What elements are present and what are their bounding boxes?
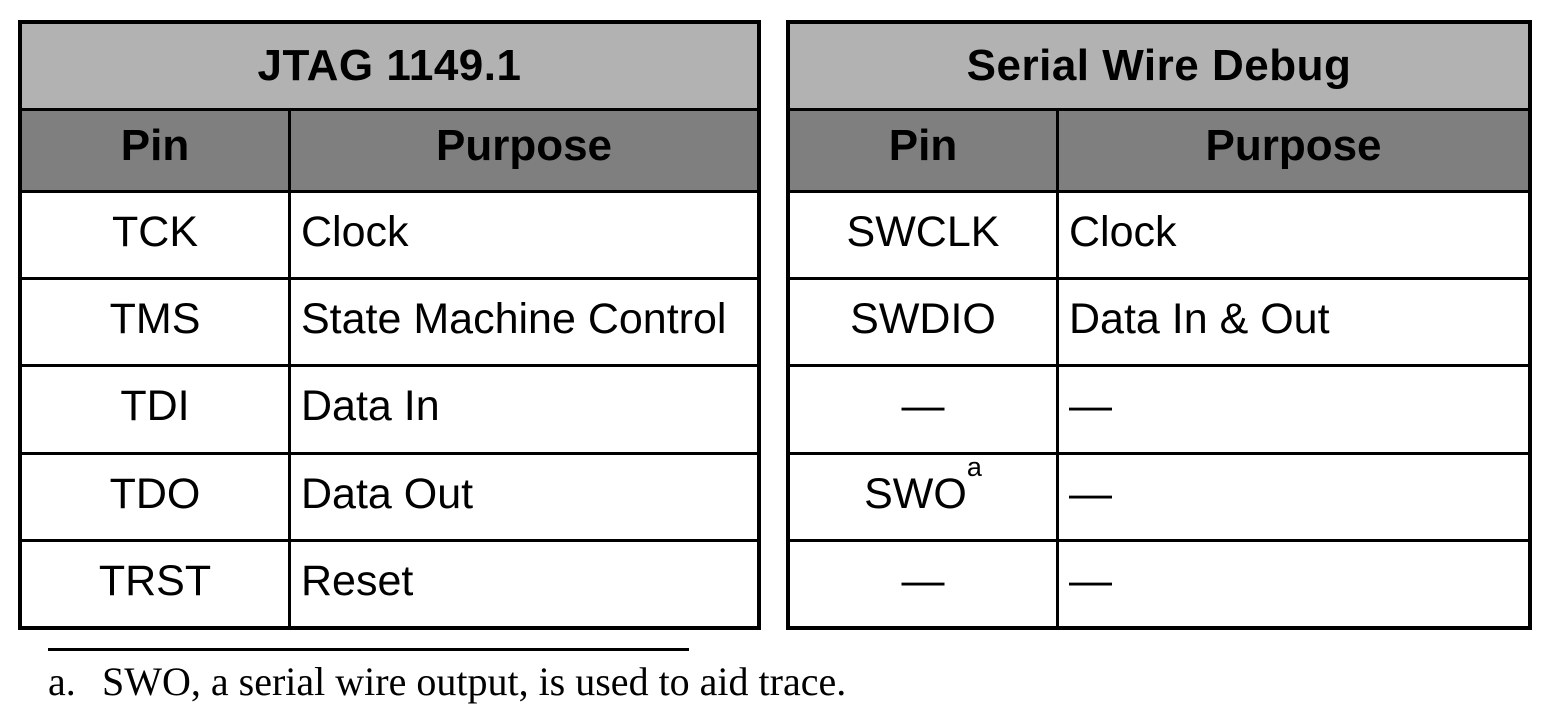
jtag-table-title: JTAG 1149.1 <box>22 24 757 108</box>
swd-purpose-cell: Clock <box>1059 190 1528 277</box>
jtag-pin-cell: TDI <box>22 364 291 452</box>
swd-table: Serial Wire Debug Pin Purpose SWCLK Cloc… <box>786 20 1532 630</box>
jtag-column-header-pin: Pin <box>22 108 291 190</box>
swd-pin-cell: SWCLK <box>790 190 1059 278</box>
swd-table-title: Serial Wire Debug <box>790 24 1528 108</box>
jtag-purpose-cell: Clock <box>291 190 757 277</box>
footnote-text: SWO, a serial wire output, is used to ai… <box>102 659 847 704</box>
jtag-purpose-cell: Data Out <box>291 451 757 539</box>
jtag-table: JTAG 1149.1 Pin Purpose TCK Clock TMS St… <box>18 20 761 630</box>
swd-pin-cell: — <box>790 538 1059 626</box>
jtag-pin-cell: TMS <box>22 277 291 365</box>
jtag-pin-cell: TDO <box>22 451 291 539</box>
swd-pin-cell: — <box>790 364 1059 452</box>
swd-purpose-cell: — <box>1059 451 1528 539</box>
footnote-rule <box>48 648 689 651</box>
jtag-column-header-purpose: Purpose <box>291 108 757 190</box>
footnote: a. SWO, a serial wire output, is used to … <box>48 658 846 705</box>
swd-pin-cell-swo: SWOa <box>790 451 1059 539</box>
jtag-purpose-cell: Data In <box>291 364 757 451</box>
jtag-purpose-cell: State Machine Control <box>291 277 757 364</box>
swd-purpose-cell: Data In & Out <box>1059 277 1528 364</box>
jtag-pin-cell: TRST <box>22 538 291 626</box>
swd-column-header-pin: Pin <box>790 108 1059 190</box>
swd-purpose-cell: — <box>1059 364 1528 451</box>
swd-pin-swo-footnote-ref: a <box>966 452 982 483</box>
footnote-marker: a. <box>48 659 76 704</box>
jtag-purpose-cell: Reset <box>291 538 757 626</box>
swd-purpose-cell: — <box>1059 538 1528 626</box>
jtag-pin-cell: TCK <box>22 190 291 278</box>
swd-pin-swo-label: SWO <box>864 469 967 518</box>
swd-column-header-purpose: Purpose <box>1059 108 1528 190</box>
swd-pin-cell: SWDIO <box>790 277 1059 365</box>
